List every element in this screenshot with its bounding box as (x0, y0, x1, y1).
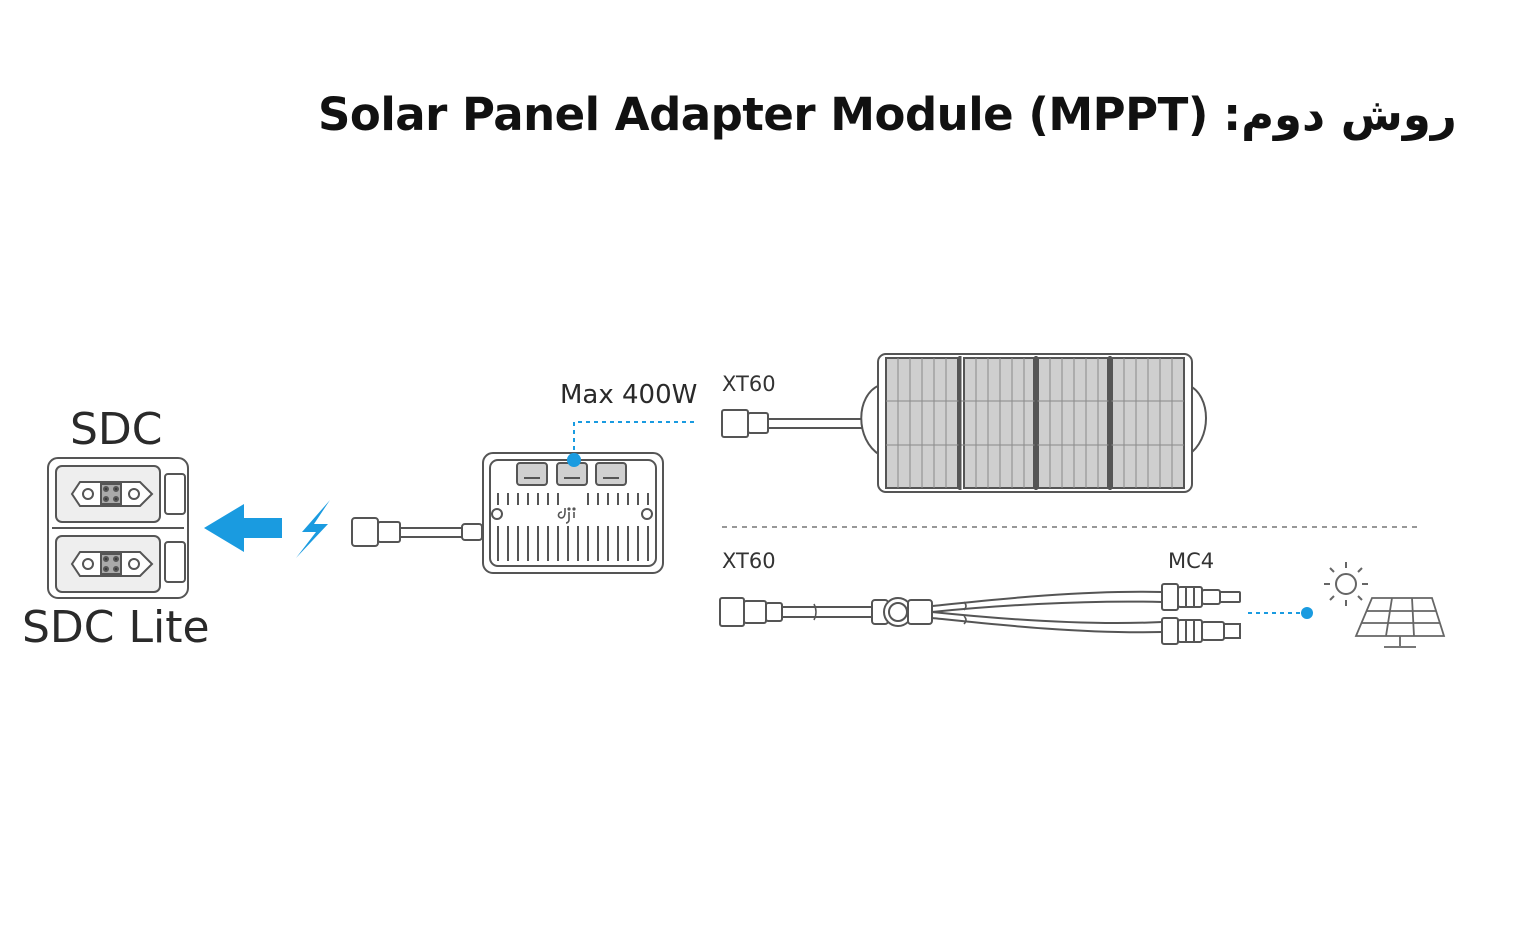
mc4-connectors (1161, 583, 1241, 645)
sdc-lite-port (70, 551, 154, 577)
mppt-adapter-module (351, 452, 664, 574)
xt60-mc4-y-cable (719, 590, 1163, 634)
label-xt60-top: XT60 (722, 372, 776, 396)
xt60-connector-top (721, 409, 862, 438)
sdc-port (70, 481, 154, 507)
solar-panel-icon (1354, 597, 1446, 648)
solar-panel (860, 353, 1207, 493)
module-cooling-fins (497, 493, 649, 561)
lightning-icon (296, 500, 330, 558)
label-xt60-bottom: XT60 (722, 549, 776, 573)
title-english: Solar Panel Adapter Module (MPPT) (318, 88, 1208, 141)
label-sdc-lite: SDC Lite (22, 602, 210, 653)
module-ports (516, 462, 627, 486)
label-max-power: Max 400W (560, 380, 698, 410)
dji-logo-icon (557, 507, 576, 524)
page-title: Solar Panel Adapter Module (MPPT) روش دو… (318, 88, 1457, 141)
sun-icon (1324, 562, 1368, 606)
max-power-callout (573, 421, 694, 458)
sdc-port-block (47, 457, 189, 599)
arrow-left-icon (204, 504, 282, 552)
title-persian: روش دوم: (1223, 88, 1457, 141)
label-mc4: MC4 (1168, 549, 1215, 573)
label-sdc: SDC (70, 404, 163, 455)
